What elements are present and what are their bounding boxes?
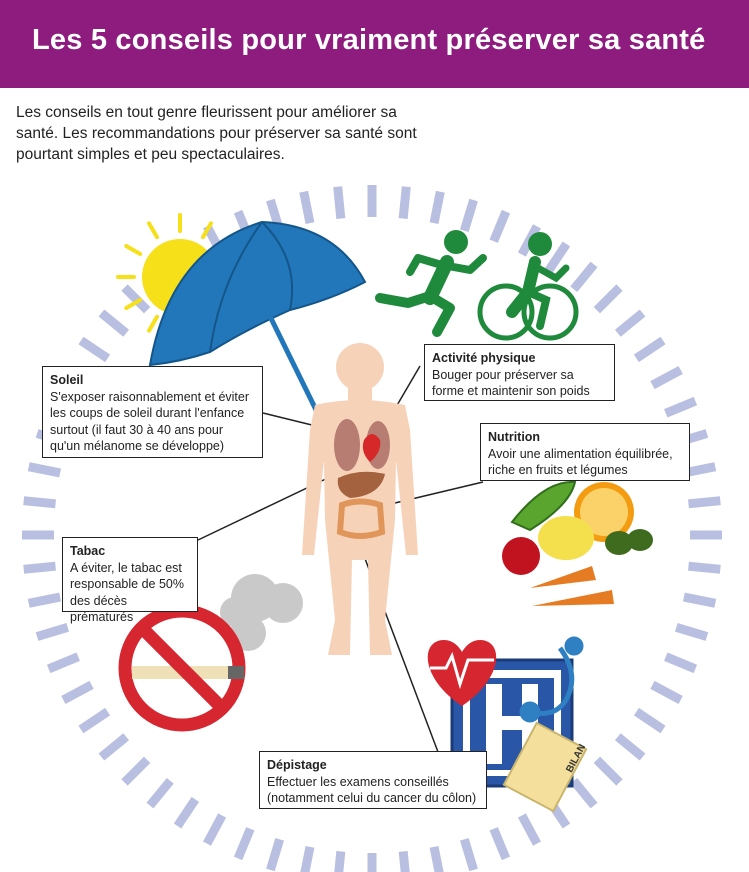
cyclist-icon (477, 232, 579, 341)
ring-dash (299, 190, 315, 224)
ring-dash (233, 827, 255, 861)
tip-text: Effectuer les examens conseillés (notamm… (267, 774, 477, 806)
ring-dash (398, 186, 411, 219)
ring-dash (429, 846, 444, 872)
ring-dash (675, 623, 709, 641)
sun-ray (147, 314, 159, 333)
ring-dash (650, 366, 683, 390)
ring-dash (203, 813, 227, 846)
ring-dash (570, 777, 598, 809)
ring-dash (334, 851, 346, 872)
ring-dash (650, 680, 683, 704)
ring-dash (489, 827, 511, 861)
ring-dash (23, 496, 56, 509)
ring-dash (570, 261, 598, 293)
sun-ray (201, 221, 213, 240)
header-banner: Les 5 conseils pour vraiment préserver s… (0, 0, 749, 88)
ring-dash (633, 336, 666, 363)
tip-title: Tabac (70, 544, 106, 558)
tip-text: A éviter, le tabac est responsable de 50… (70, 560, 184, 625)
ring-dash (146, 777, 174, 809)
umbrella-icon (148, 220, 367, 420)
ring-dash (121, 284, 151, 314)
ring-dash (489, 209, 511, 243)
stethoscope-icon (519, 636, 584, 723)
ring-dash (61, 680, 94, 704)
ring-dash (614, 733, 646, 761)
ring-dash (173, 796, 200, 829)
tip-title: Dépistage (267, 758, 327, 772)
sun-ray (147, 221, 159, 240)
ring-dash (98, 309, 130, 337)
tip-title: Activité physique (432, 351, 536, 365)
report-icon (502, 721, 588, 813)
tip-text: Bouger pour préserver sa forme et mainte… (432, 367, 590, 399)
ring-dash (429, 190, 445, 224)
ring-dash (398, 851, 410, 872)
organs-icon (334, 419, 390, 539)
ring-dash (460, 838, 478, 872)
intro-text: Les conseils en tout genre fleurissent p… (16, 104, 417, 163)
page-title: Les 5 conseils pour vraiment préserver s… (32, 24, 706, 56)
ring-dash (517, 813, 541, 846)
ring-dash (593, 756, 623, 786)
sun-ray (124, 244, 143, 256)
ring-dash (27, 592, 61, 608)
human-body-icon (302, 343, 418, 655)
ring-dash (460, 198, 478, 232)
no-smoking-icon (118, 604, 246, 732)
runner-icon (375, 230, 487, 337)
ring-dash (266, 838, 284, 872)
heart-icon (427, 640, 497, 706)
tip-text: S'exposer raisonnablement et éviter les … (50, 389, 250, 454)
ring-dash (633, 707, 666, 734)
tip-nutrition: Nutrition Avoir une alimentation équilib… (480, 423, 690, 481)
tip-title: Soleil (50, 373, 84, 387)
ring-dash (664, 396, 698, 418)
ring-dash (27, 462, 61, 478)
ring-dash (664, 652, 698, 674)
tip-activite: Activité physique Bouger pour préserver … (424, 344, 615, 401)
sun-ray (124, 298, 143, 310)
ring-dash (98, 733, 130, 761)
ring-dash (593, 284, 623, 314)
tip-soleil: Soleil S'exposer raisonnablement et évit… (42, 366, 263, 458)
ring-dash (688, 496, 721, 509)
ring-dash (333, 186, 346, 219)
ring-dash (688, 561, 721, 574)
ring-dash (23, 561, 56, 574)
tip-depistage: Dépistage Effectuer les examens conseill… (259, 751, 487, 809)
tip-tabac: Tabac A éviter, le tabac est responsable… (62, 537, 198, 624)
ring-dash (78, 707, 111, 734)
ring-dash (544, 241, 571, 274)
ring-dash (35, 623, 69, 641)
ring-dash (121, 756, 151, 786)
ring-dash (683, 592, 717, 608)
fruits-vegetables-icon (502, 480, 653, 606)
ring-dash (78, 336, 111, 363)
tip-text: Avoir une alimentation équilibrée, riche… (488, 446, 673, 478)
ring-dash (300, 846, 315, 872)
tip-title: Nutrition (488, 430, 541, 444)
ring-dash (46, 652, 80, 674)
ring-dash (614, 309, 646, 337)
